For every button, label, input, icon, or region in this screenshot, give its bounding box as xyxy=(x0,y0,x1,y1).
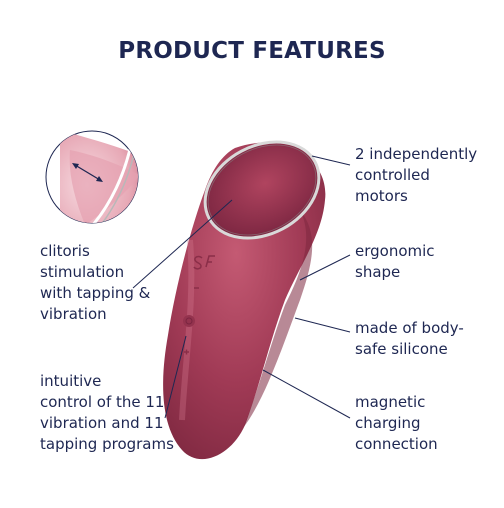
leader-line-shape xyxy=(299,254,351,281)
product-body xyxy=(163,140,326,460)
feature-magnetic-charging: magnetic charging connection xyxy=(355,393,438,453)
feature-intuitive-control: intuitive control of the 11 vibration an… xyxy=(40,372,174,453)
satisfyer-sf-logo xyxy=(193,255,215,270)
feature-ergonomic-shape: ergonomic shape xyxy=(355,242,435,281)
zoom-detail-circle xyxy=(45,130,139,224)
leader-line-motors xyxy=(311,155,351,166)
power-icon xyxy=(183,315,195,327)
leader-lines xyxy=(132,155,351,419)
feature-motors: 2 independently controlled motors xyxy=(355,145,478,205)
feature-body-safe-silicone: made of body- safe silicone xyxy=(355,319,464,358)
page-title: PRODUCT FEATURES xyxy=(118,38,386,64)
plus-icon xyxy=(184,349,189,355)
leader-line-control xyxy=(164,335,187,419)
leader-line-silicone xyxy=(294,317,351,333)
leader-line-clitoris xyxy=(132,199,233,289)
feature-stimulation: clitoris stimulation with tapping & vibr… xyxy=(40,242,151,323)
leader-line-magnetic xyxy=(262,369,351,419)
